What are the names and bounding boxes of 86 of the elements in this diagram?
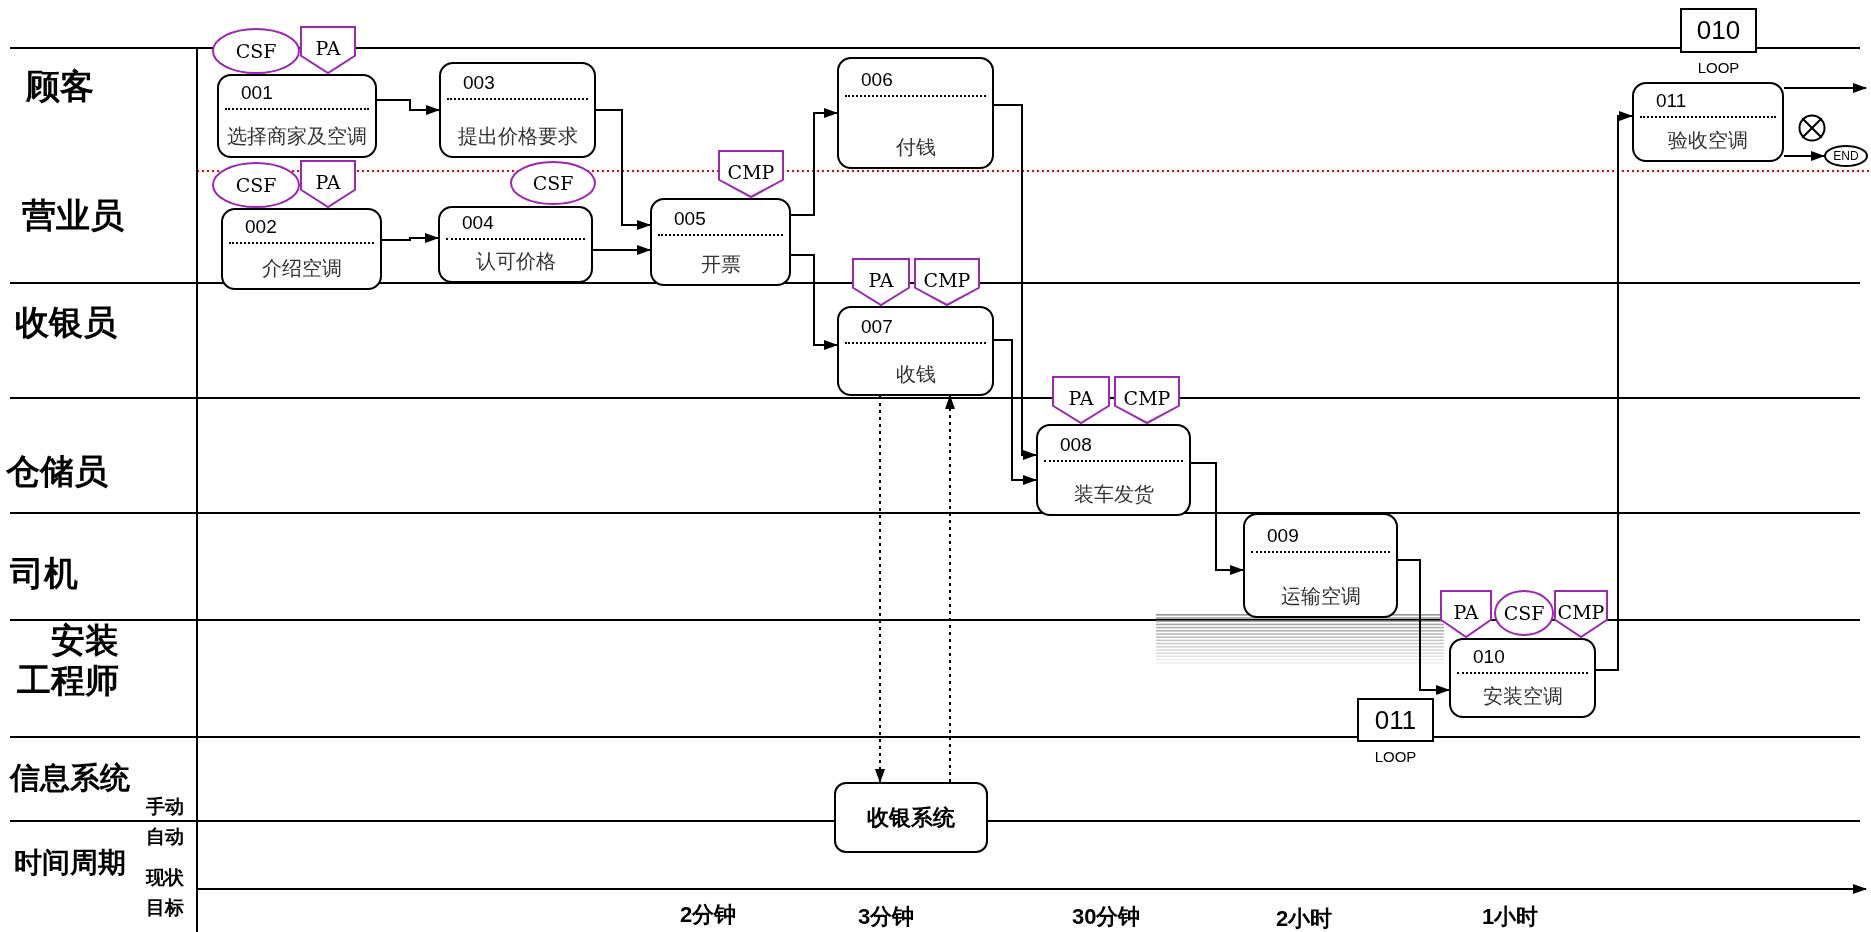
arrow: [1190, 462, 1244, 575]
process-box: [1632, 82, 1784, 162]
dashed-arrow: [945, 395, 955, 783]
step-label: 认可价格: [475, 249, 556, 273]
lane-label: 收银员: [15, 302, 117, 342]
arrow: [1397, 559, 1450, 695]
step-label: 安装空调: [1482, 684, 1563, 708]
tag-label: PA: [1068, 387, 1094, 408]
pentagon-tag: [1554, 590, 1608, 638]
process-box: [1243, 513, 1398, 618]
step-label: 开票: [700, 252, 741, 276]
lane-label: 司机: [10, 553, 78, 593]
ellipse-tag: [1494, 590, 1554, 636]
lane-label: 安装工程师: [17, 620, 120, 700]
arrow: [1595, 111, 1633, 671]
step-number: 011: [1655, 90, 1687, 112]
step-number: 006: [860, 69, 893, 91]
lane-label: 信息系统: [10, 759, 130, 797]
row-label: 自动: [146, 825, 184, 847]
ellipse-tag: [510, 161, 596, 205]
tag-label: PA: [1453, 601, 1479, 622]
arrow: [993, 104, 1037, 460]
step-label: 付钱: [895, 135, 936, 159]
dashed-arrow: [875, 395, 885, 783]
lane-label: 营业员: [22, 195, 124, 235]
ellipse-tag: [212, 28, 300, 74]
step-label: 装车发货: [1073, 482, 1154, 506]
arrow: [592, 245, 651, 255]
tag-label: PA: [315, 37, 341, 58]
step-label: 收钱: [895, 362, 936, 386]
tag-label: CSF: [235, 175, 277, 195]
lane-label: 仓储员: [6, 451, 108, 491]
crossed-circle-icon: [1798, 114, 1826, 142]
arrow: [993, 339, 1037, 485]
tag-label: CSF: [1503, 603, 1545, 623]
loop-caption: LOOP: [1374, 748, 1417, 765]
arrow: [1783, 83, 1867, 93]
cycle-time-label: 2分钟: [680, 901, 737, 929]
tag-label: CMP: [1123, 387, 1171, 408]
cycle-time-label: 2小时: [1276, 905, 1333, 932]
arrow: [1783, 151, 1825, 161]
tag-label: CSF: [532, 173, 574, 193]
loop-number: 011: [1374, 704, 1417, 736]
process-box: [837, 57, 994, 169]
cycle-time-label: 1小时: [1482, 903, 1539, 931]
loop-number: 010: [1696, 15, 1741, 46]
arrow: [790, 108, 838, 216]
step-label: 验收空调: [1668, 128, 1748, 152]
step-number: 004: [461, 212, 494, 234]
arrow: [376, 99, 440, 115]
step-label: 提出价格要求: [457, 124, 578, 148]
lane-label: 时间周期: [14, 845, 126, 881]
arrow: [595, 109, 651, 230]
step-label: 运输空调: [1280, 584, 1361, 608]
tag-label: PA: [868, 269, 894, 290]
tag-label: CSF: [235, 41, 277, 61]
row-label: 目标: [146, 896, 184, 918]
step-label: 介绍空调: [261, 256, 342, 280]
row-label: 手动: [146, 795, 184, 817]
step-number: 005: [673, 208, 706, 230]
step-number: 010: [1472, 646, 1505, 668]
step-number: 007: [860, 316, 893, 338]
row-label: 现状: [146, 866, 184, 888]
step-label: 选择商家及空调: [227, 124, 367, 148]
ellipse-tag: [212, 162, 300, 208]
end-terminator: [1824, 145, 1868, 167]
process-box: [438, 206, 593, 283]
arrow: [790, 254, 838, 350]
tag-label: PA: [315, 171, 341, 192]
cycle-time-label: 30分钟: [1072, 903, 1141, 931]
loop-caption: LOOP: [1697, 59, 1740, 76]
process-box: [439, 62, 596, 158]
tag-label: CMP: [923, 269, 971, 290]
step-number: 008: [1059, 434, 1092, 456]
step-number: 009: [1266, 525, 1299, 547]
lane-label: 顾客: [26, 66, 94, 106]
step-number: 002: [244, 216, 277, 238]
tag-label: CMP: [1557, 601, 1605, 622]
arrow: [381, 233, 439, 243]
system-box: [834, 782, 988, 853]
tag-label: CMP: [727, 161, 775, 182]
end-label: END: [1833, 148, 1859, 165]
step-number: 003: [462, 72, 495, 94]
system-label: 收银系统: [867, 803, 955, 832]
step-number: 001: [240, 82, 273, 104]
cycle-time-label: 3分钟: [858, 903, 915, 931]
